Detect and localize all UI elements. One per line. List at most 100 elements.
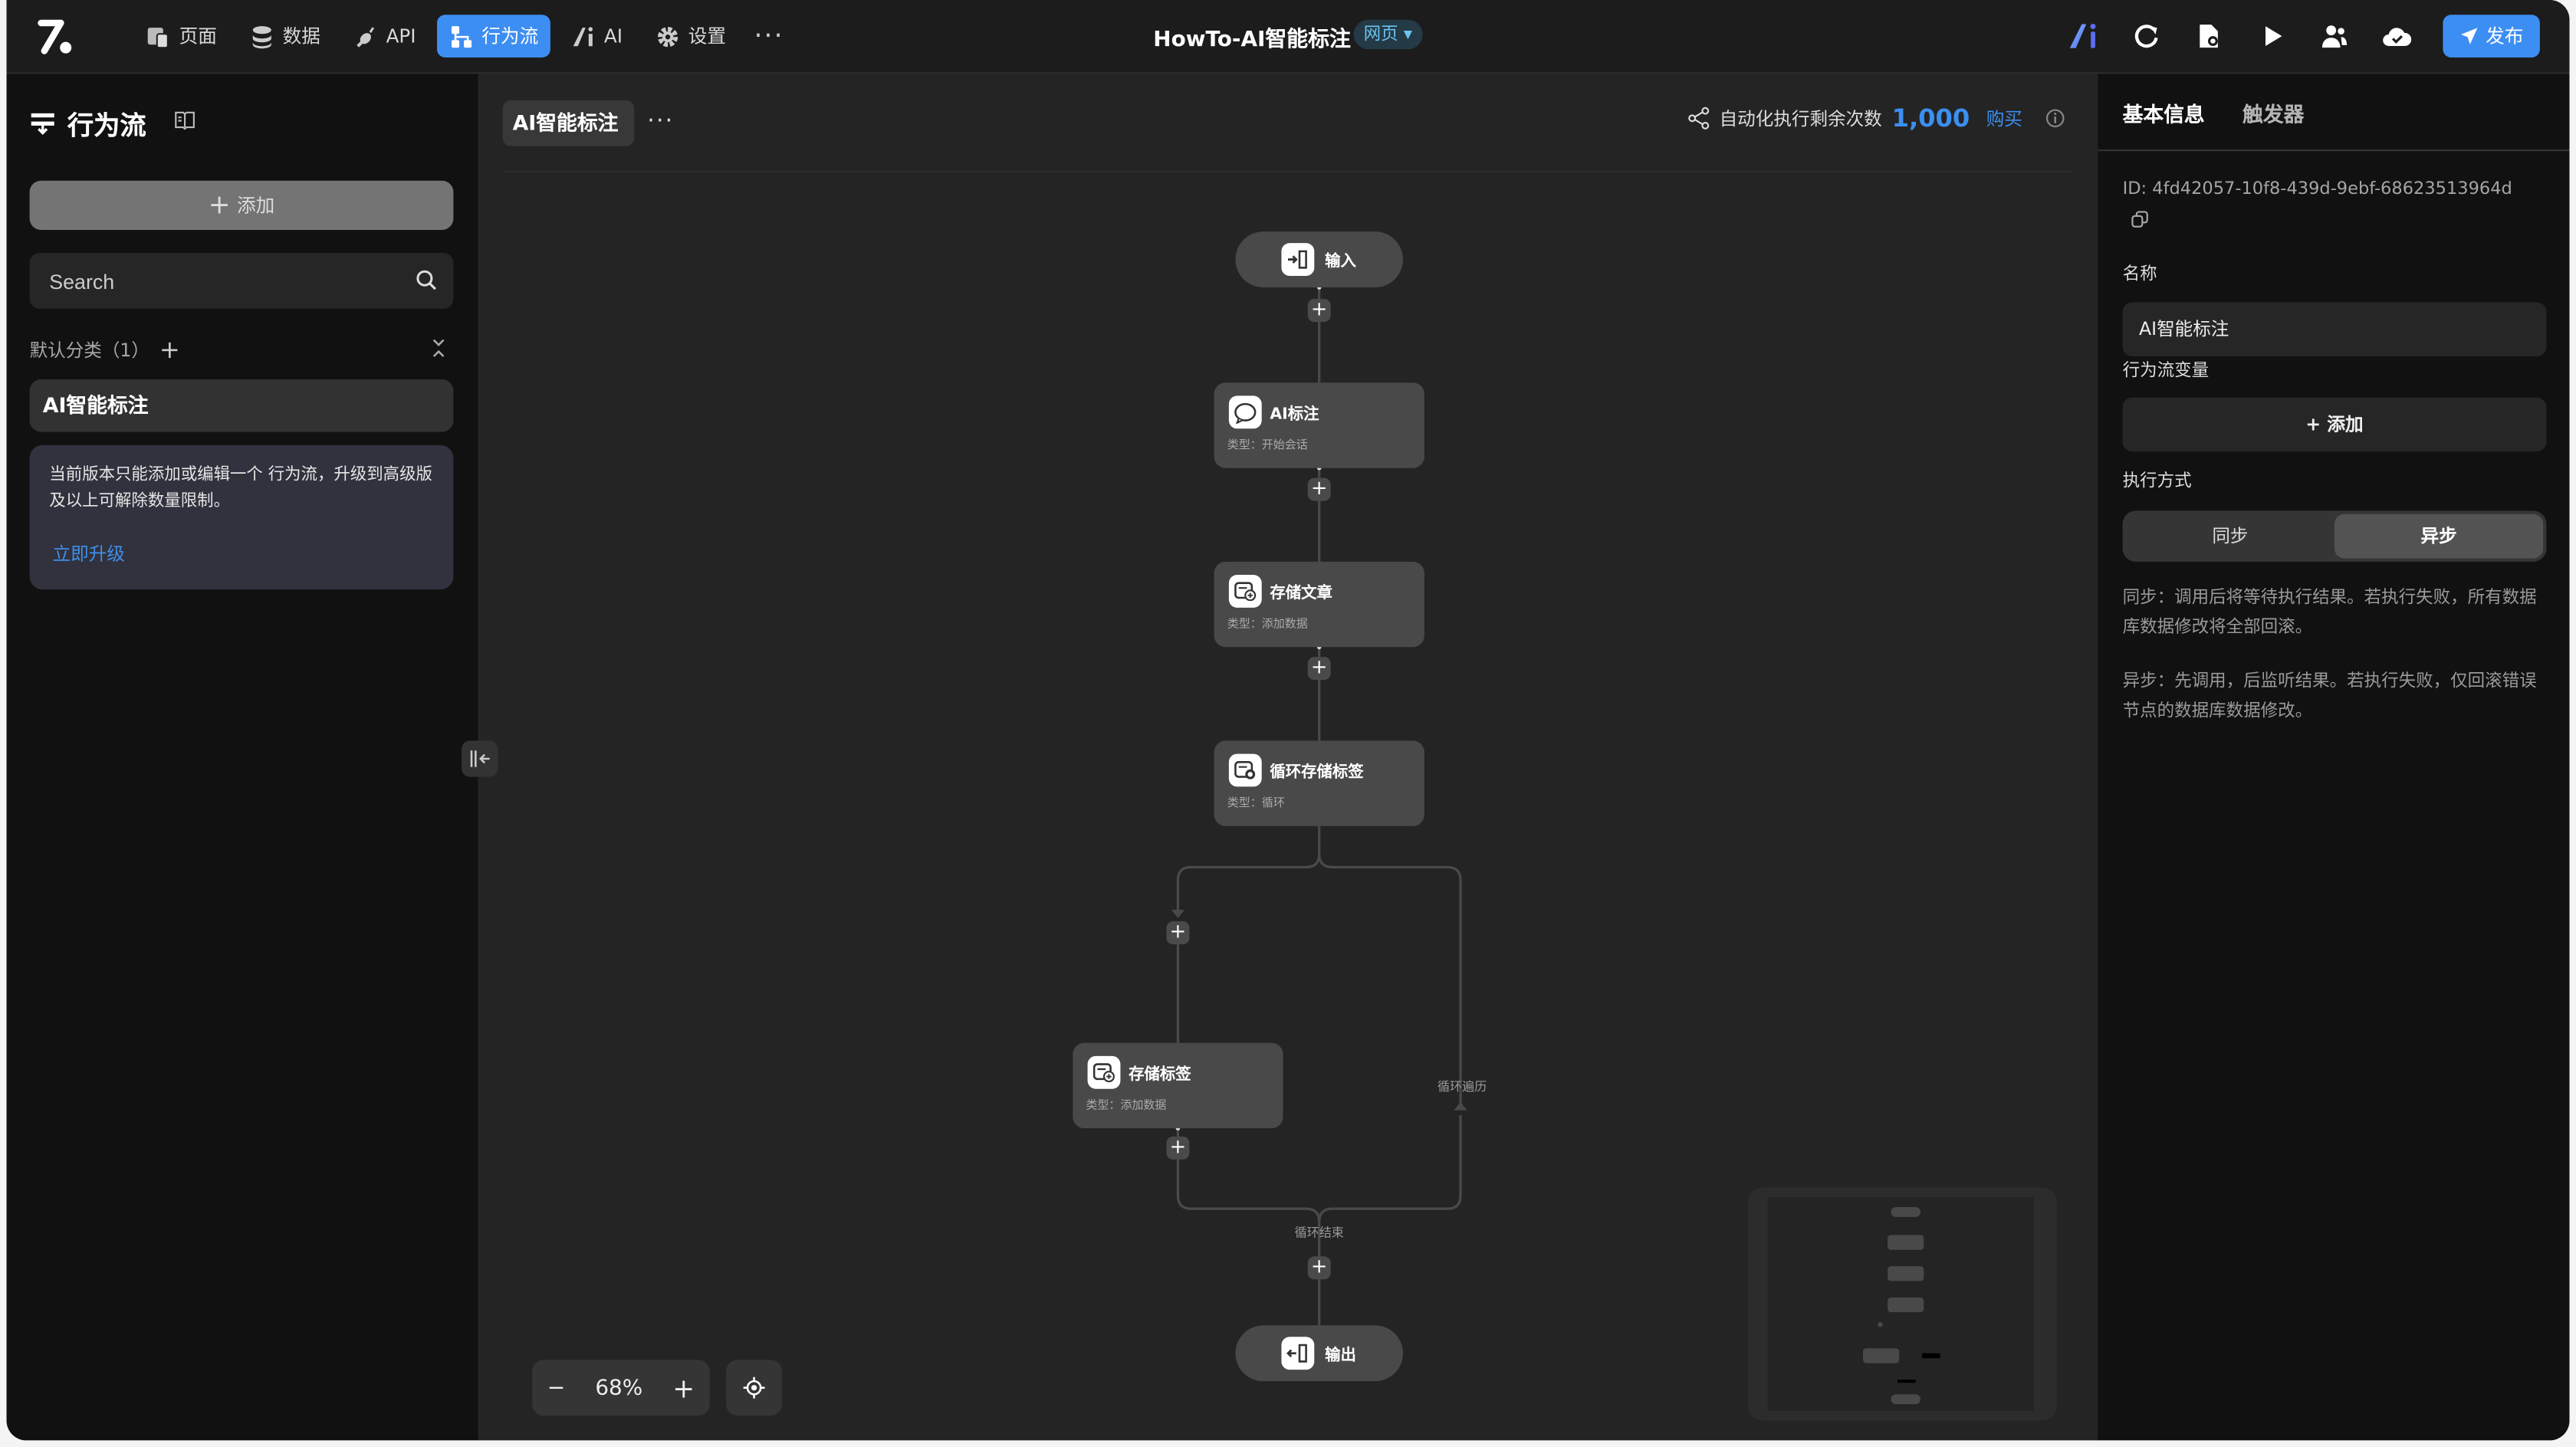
add-node-button[interactable]: +	[1307, 298, 1331, 322]
node-ai-annotate[interactable]: AI标注 类型：开始会话	[1214, 382, 1424, 468]
ai-logo-icon	[2069, 23, 2096, 48]
add-node-button[interactable]: +	[1307, 1255, 1331, 1280]
edge-loop-branch	[1176, 825, 1321, 915]
arrow-up-icon	[1454, 1101, 1467, 1111]
name-input[interactable]: AI智能标注	[2122, 302, 2547, 356]
flow-canvas[interactable]: AI智能标注 ··· 自动化执行剩余次数 1,000 购买	[478, 74, 2098, 1441]
execution-quota: 自动化执行剩余次数 1,000 购买	[1687, 103, 2065, 133]
loop-traverse-label: 循环遍历	[1438, 1078, 1487, 1094]
minimap-node	[1888, 1297, 1924, 1313]
node-loop[interactable]: 循环存储标签 类型：循环	[1214, 740, 1424, 826]
minimap-node	[1891, 1394, 1921, 1405]
node-loop-title: 循环存储标签	[1270, 763, 1364, 782]
publish-button[interactable]: 发布	[2443, 15, 2540, 57]
chat-bubble-icon	[1228, 395, 1262, 429]
exec-mode-async[interactable]: 异步	[2334, 514, 2544, 559]
nav-flow[interactable]: 行为流	[437, 15, 550, 57]
ai-icon	[573, 26, 593, 46]
page-icon	[147, 27, 169, 48]
copy-icon[interactable]	[2131, 210, 2149, 228]
minimap-node	[1888, 1266, 1924, 1281]
node-output-title: 输出	[1325, 1347, 1356, 1365]
add-node-button[interactable]: +	[1166, 920, 1190, 945]
upgrade-notice: 当前版本只能添加或编辑一个 行为流，升级到高级版及以上可解除数量限制。 立即升级	[29, 445, 454, 590]
fit-view-button[interactable]	[726, 1360, 782, 1416]
sidebar-title-text: 行为流	[67, 110, 146, 142]
nav-ai-label: AI	[603, 25, 623, 48]
users-icon	[2321, 25, 2348, 48]
zoom-in-button[interactable]: +	[672, 1372, 695, 1404]
gear-icon	[657, 26, 678, 47]
exec-mode-sync[interactable]: 同步	[2212, 525, 2249, 547]
flow-list-item[interactable]: AI智能标注	[29, 379, 454, 432]
locate-icon	[743, 1376, 765, 1399]
nav-settings[interactable]: 设置	[644, 15, 738, 57]
minimap-node	[1888, 1235, 1924, 1250]
buy-link[interactable]: 购买	[1986, 108, 2022, 130]
node-save-tag[interactable]: 存储标签 类型：添加数据	[1073, 1042, 1283, 1129]
ai-assistant-button[interactable]	[2068, 20, 2101, 53]
share-nodes-icon	[1687, 107, 1709, 130]
add-variable-button[interactable]: + 添加	[2122, 397, 2547, 452]
users-button[interactable]	[2318, 20, 2351, 53]
add-category-button[interactable]: +	[159, 335, 180, 365]
node-ai-title: AI标注	[1270, 405, 1319, 424]
search-icon[interactable]	[416, 269, 437, 290]
minimap-viewport[interactable]	[1767, 1197, 2034, 1411]
app-logo[interactable]	[36, 16, 79, 55]
nav-ai[interactable]: AI	[560, 15, 634, 57]
flow-name-tab[interactable]: AI智能标注	[502, 100, 635, 146]
file-settings-button[interactable]	[2193, 20, 2226, 53]
search-input[interactable]	[46, 253, 398, 313]
tab-triggers[interactable]: 触发器	[2242, 101, 2305, 126]
nav-pages[interactable]: 页面	[135, 15, 228, 57]
info-icon[interactable]	[2045, 108, 2065, 128]
add-node-button[interactable]: +	[1307, 656, 1331, 681]
name-label: 名称	[2122, 264, 2157, 284]
loop-data-icon	[1228, 753, 1262, 787]
add-data-icon	[1228, 575, 1262, 608]
nav-api[interactable]: API	[342, 15, 428, 57]
page-type-dropdown[interactable]: 网页 ▾	[1353, 19, 1422, 50]
refresh-button[interactable]	[2131, 20, 2164, 53]
flow-edges	[1171, 285, 1467, 1326]
output-icon	[1282, 1337, 1316, 1370]
node-output[interactable]: 输出	[1235, 1325, 1403, 1382]
panel-tabs: 基本信息 触发器	[2123, 97, 2305, 128]
edge-save-tag-end	[1176, 1128, 1321, 1222]
nav-api-label: API	[386, 25, 416, 48]
tab-basic-info[interactable]: 基本信息	[2122, 101, 2205, 126]
run-button[interactable]	[2256, 20, 2288, 53]
database-icon	[252, 25, 271, 48]
zoom-out-button[interactable]: −	[547, 1375, 566, 1400]
nav-flow-label: 行为流	[481, 25, 539, 48]
send-icon	[2461, 28, 2478, 44]
collapse-all-icon[interactable]	[430, 336, 446, 359]
node-save-article-title: 存储文章	[1270, 584, 1332, 603]
docs-book-icon[interactable]	[174, 110, 196, 130]
add-flow-button[interactable]: + 添加	[29, 180, 454, 230]
upgrade-link[interactable]: 立即升级	[52, 543, 125, 566]
exec-mode-label: 执行方式	[2122, 471, 2192, 491]
node-input[interactable]: 输入	[1235, 231, 1403, 287]
add-node-button[interactable]: +	[1307, 477, 1331, 501]
flow-more-button[interactable]: ···	[647, 108, 675, 135]
nav-more-button[interactable]: ···	[754, 19, 784, 51]
minimap-node	[1891, 1207, 1921, 1217]
category-header[interactable]: 默认分类（1） +	[30, 335, 454, 365]
cloud-saved-button[interactable]	[2380, 20, 2413, 53]
add-node-button[interactable]: +	[1166, 1136, 1190, 1160]
quota-label: 自动化执行剩余次数	[1719, 108, 1882, 130]
properties-panel: 基本信息 触发器 ID: 4fd42057-10f8-439d-9ebf-686…	[2098, 74, 2570, 1441]
async-description: 异步：先调用，后监听结果。若执行失败，仅回滚错误节点的数据库数据修改。	[2122, 671, 2537, 721]
variables-label: 行为流变量	[2122, 361, 2210, 382]
minimap-label	[1922, 1353, 1940, 1359]
node-save-article[interactable]: 存储文章 类型：添加数据	[1214, 561, 1424, 648]
minimap-label	[1898, 1380, 1916, 1383]
app-title: HowTo-AI智能标注	[1153, 28, 1351, 53]
flow-list-icon	[31, 113, 54, 135]
minimap[interactable]	[1748, 1187, 2057, 1421]
flow-sidebar: 行为流 + 添加 默认分类（1） + AI智能标注 当前版本只能添加或编辑一个 …	[6, 74, 478, 1441]
collapse-sidebar-button[interactable]	[462, 740, 498, 777]
nav-data[interactable]: 数据	[238, 15, 332, 57]
